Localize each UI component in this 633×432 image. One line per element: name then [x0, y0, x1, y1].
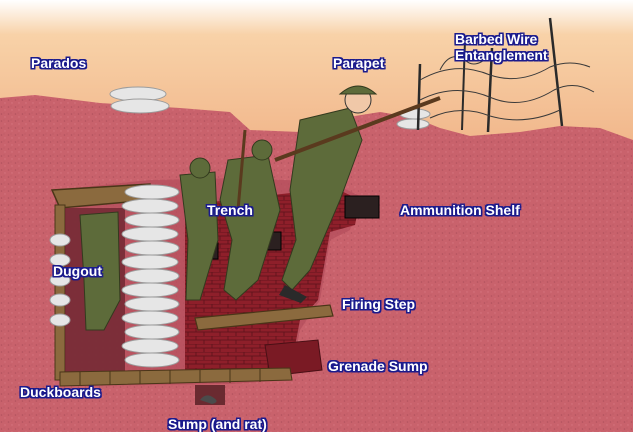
label-sump: Sump (and rat): [168, 416, 267, 432]
label-parados: Parados: [31, 55, 86, 71]
ammunition-box-1: [345, 196, 379, 218]
label-trench: Trench: [207, 202, 253, 218]
dugout-post-left: [55, 205, 65, 380]
label-duckboards: Duckboards: [20, 384, 101, 400]
label-barbed-wire-line2: Entanglement: [455, 47, 548, 63]
label-grenade-sump: Grenade Sump: [328, 358, 428, 374]
label-ammunition-shelf: Ammunition Shelf: [400, 202, 520, 218]
label-firing-step: Firing Step: [342, 296, 415, 312]
label-parapet: Parapet: [333, 55, 384, 71]
label-dugout: Dugout: [53, 263, 102, 279]
label-barbed-wire-entanglement: Barbed Wire Entanglement: [455, 31, 548, 63]
label-barbed-wire-line1: Barbed Wire: [455, 31, 548, 47]
